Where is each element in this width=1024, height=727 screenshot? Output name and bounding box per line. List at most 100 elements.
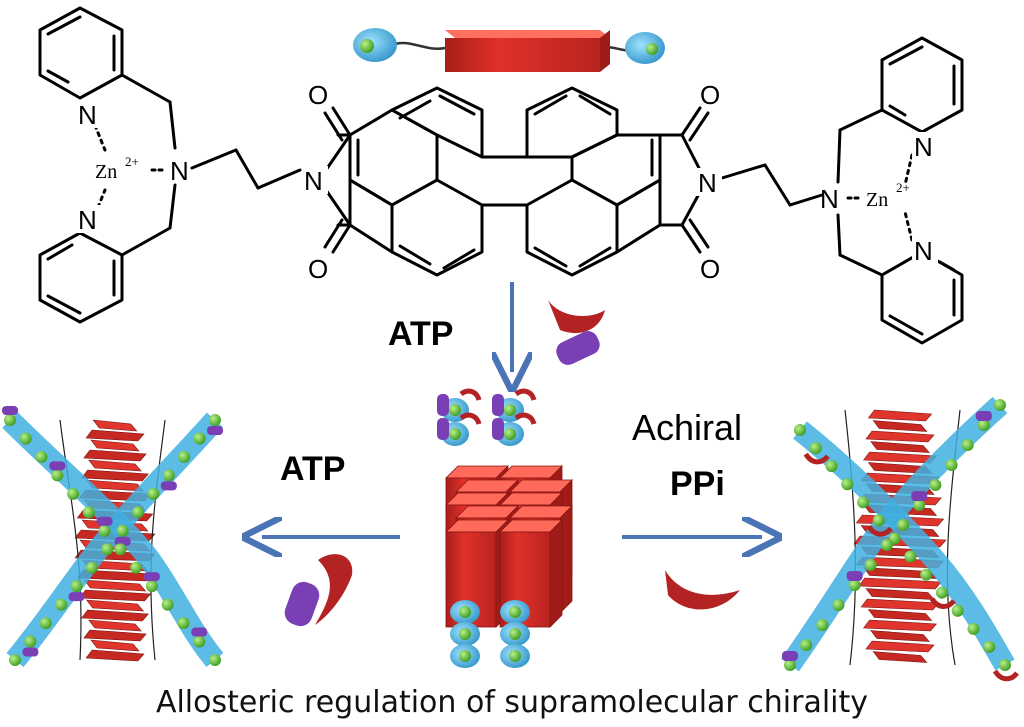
atp-marker	[2, 406, 18, 415]
pdi-disc	[90, 639, 140, 652]
atp-marker	[492, 418, 504, 440]
atp-marker	[22, 647, 39, 657]
atp-marker	[492, 394, 504, 416]
zinc-bead	[459, 606, 471, 618]
zinc-bead	[209, 654, 221, 666]
pdi-disc	[92, 419, 138, 432]
atp-molecule-icon-top	[548, 300, 605, 365]
zinc-bead	[784, 659, 796, 671]
atom-n-imide-right: N	[698, 168, 717, 198]
atom-n-left-amine: N	[170, 156, 189, 186]
zinc-bead	[897, 519, 910, 531]
atp-marker	[437, 394, 449, 416]
ppi-ribbon	[929, 597, 956, 609]
pdi-disc	[858, 577, 942, 590]
zinc-bead	[145, 580, 158, 593]
atp-ribbon	[514, 388, 537, 401]
zinc-bead	[55, 598, 68, 611]
zinc-bead	[904, 550, 917, 563]
atom-labels: N N Zn 2+ N N O O O O N N Zn 2+ N N	[76, 80, 938, 284]
pdi-molecule-structure	[38, 6, 964, 345]
linker-strand	[59, 419, 166, 661]
zinc-bead	[101, 543, 114, 556]
atom-o-right-top: O	[700, 80, 720, 110]
center-stack-assembly	[437, 388, 573, 668]
zinc-bead	[70, 580, 83, 593]
ppi-label: PPi	[670, 465, 725, 503]
zinc-bead	[816, 619, 829, 631]
atp-marker	[160, 481, 177, 491]
pdi-disc	[85, 429, 145, 442]
atp-marker	[207, 426, 223, 435]
left-helix-assembly	[2, 406, 224, 668]
atom-n-right-bottom: N	[914, 236, 933, 266]
zinc-bead	[841, 478, 854, 491]
pdi-disc	[865, 640, 935, 653]
atom-o-left-bottom: O	[308, 254, 328, 284]
zinc-bead	[177, 617, 190, 630]
pdi-disc	[88, 619, 142, 632]
atp-marker	[191, 627, 208, 637]
atp-marker	[49, 461, 66, 471]
pdi-disc	[78, 589, 152, 602]
pdi-disc	[860, 598, 940, 611]
pdi-disc	[865, 430, 935, 443]
zinc-bead	[913, 499, 926, 511]
atp-molecule-icon-left	[284, 554, 353, 627]
zinc-bead	[209, 414, 221, 426]
zinc-bead	[920, 568, 933, 581]
zinc-bead	[509, 606, 521, 618]
zinc-bead	[880, 539, 893, 551]
zinc-bead	[161, 598, 174, 611]
zinc-bead	[825, 460, 838, 473]
pdi-disc	[867, 609, 933, 621]
zinc-bead	[19, 432, 32, 445]
zinc-bead	[509, 628, 521, 640]
pdi-disc	[83, 629, 147, 642]
zinc-bead	[114, 543, 127, 556]
zinc-bead	[449, 404, 461, 416]
zinc-bead	[67, 487, 80, 500]
pdi-disc	[870, 630, 930, 642]
zn-charge-right: 2+	[896, 180, 910, 195]
zinc-bead	[51, 469, 64, 482]
pdi-disc	[83, 449, 147, 462]
pdi-disc	[865, 588, 935, 600]
zinc-bead	[832, 599, 845, 611]
zinc-bead	[872, 514, 885, 527]
zinc-bead	[999, 659, 1011, 671]
atom-o-right-bottom: O	[700, 254, 720, 284]
zinc-bead	[967, 622, 980, 635]
zinc-bead	[130, 561, 143, 574]
zinc-bead	[864, 559, 877, 571]
zinc-bead	[929, 479, 942, 491]
atom-n-left-top: N	[78, 100, 97, 130]
figure-caption: Allosteric regulation of supramolecular …	[156, 685, 868, 720]
atp-ribbon	[514, 412, 537, 425]
atom-n-right-amine: N	[820, 184, 839, 214]
zinc-bead	[935, 586, 948, 599]
zinc-bead	[9, 654, 21, 666]
zinc-bead	[951, 604, 964, 617]
zinc-bead	[82, 506, 95, 519]
atp-label-left: ATP	[280, 450, 345, 488]
zinc-bead	[504, 428, 516, 440]
right-pyridine-top-ring	[880, 36, 964, 134]
pdi-disc	[81, 469, 149, 482]
pdi-disc	[872, 420, 928, 432]
zinc-bead	[4, 414, 16, 426]
pdi-disc	[85, 649, 145, 662]
right-helix-assembly	[781, 396, 1019, 682]
atp-ribbon	[459, 412, 482, 425]
left-pyridine-top-ring	[38, 6, 124, 100]
atom-zn-left: Zn	[95, 161, 117, 183]
left-pyridine-bottom-ring	[38, 231, 124, 324]
zn-charge-left: 2+	[125, 154, 139, 169]
atom-n-left-bottom: N	[78, 205, 97, 235]
zinc-bead	[85, 561, 98, 574]
atp-ribbon	[459, 388, 482, 401]
atp-marker	[437, 418, 449, 440]
pdi-disc	[867, 409, 933, 422]
atp-marker	[68, 592, 85, 602]
